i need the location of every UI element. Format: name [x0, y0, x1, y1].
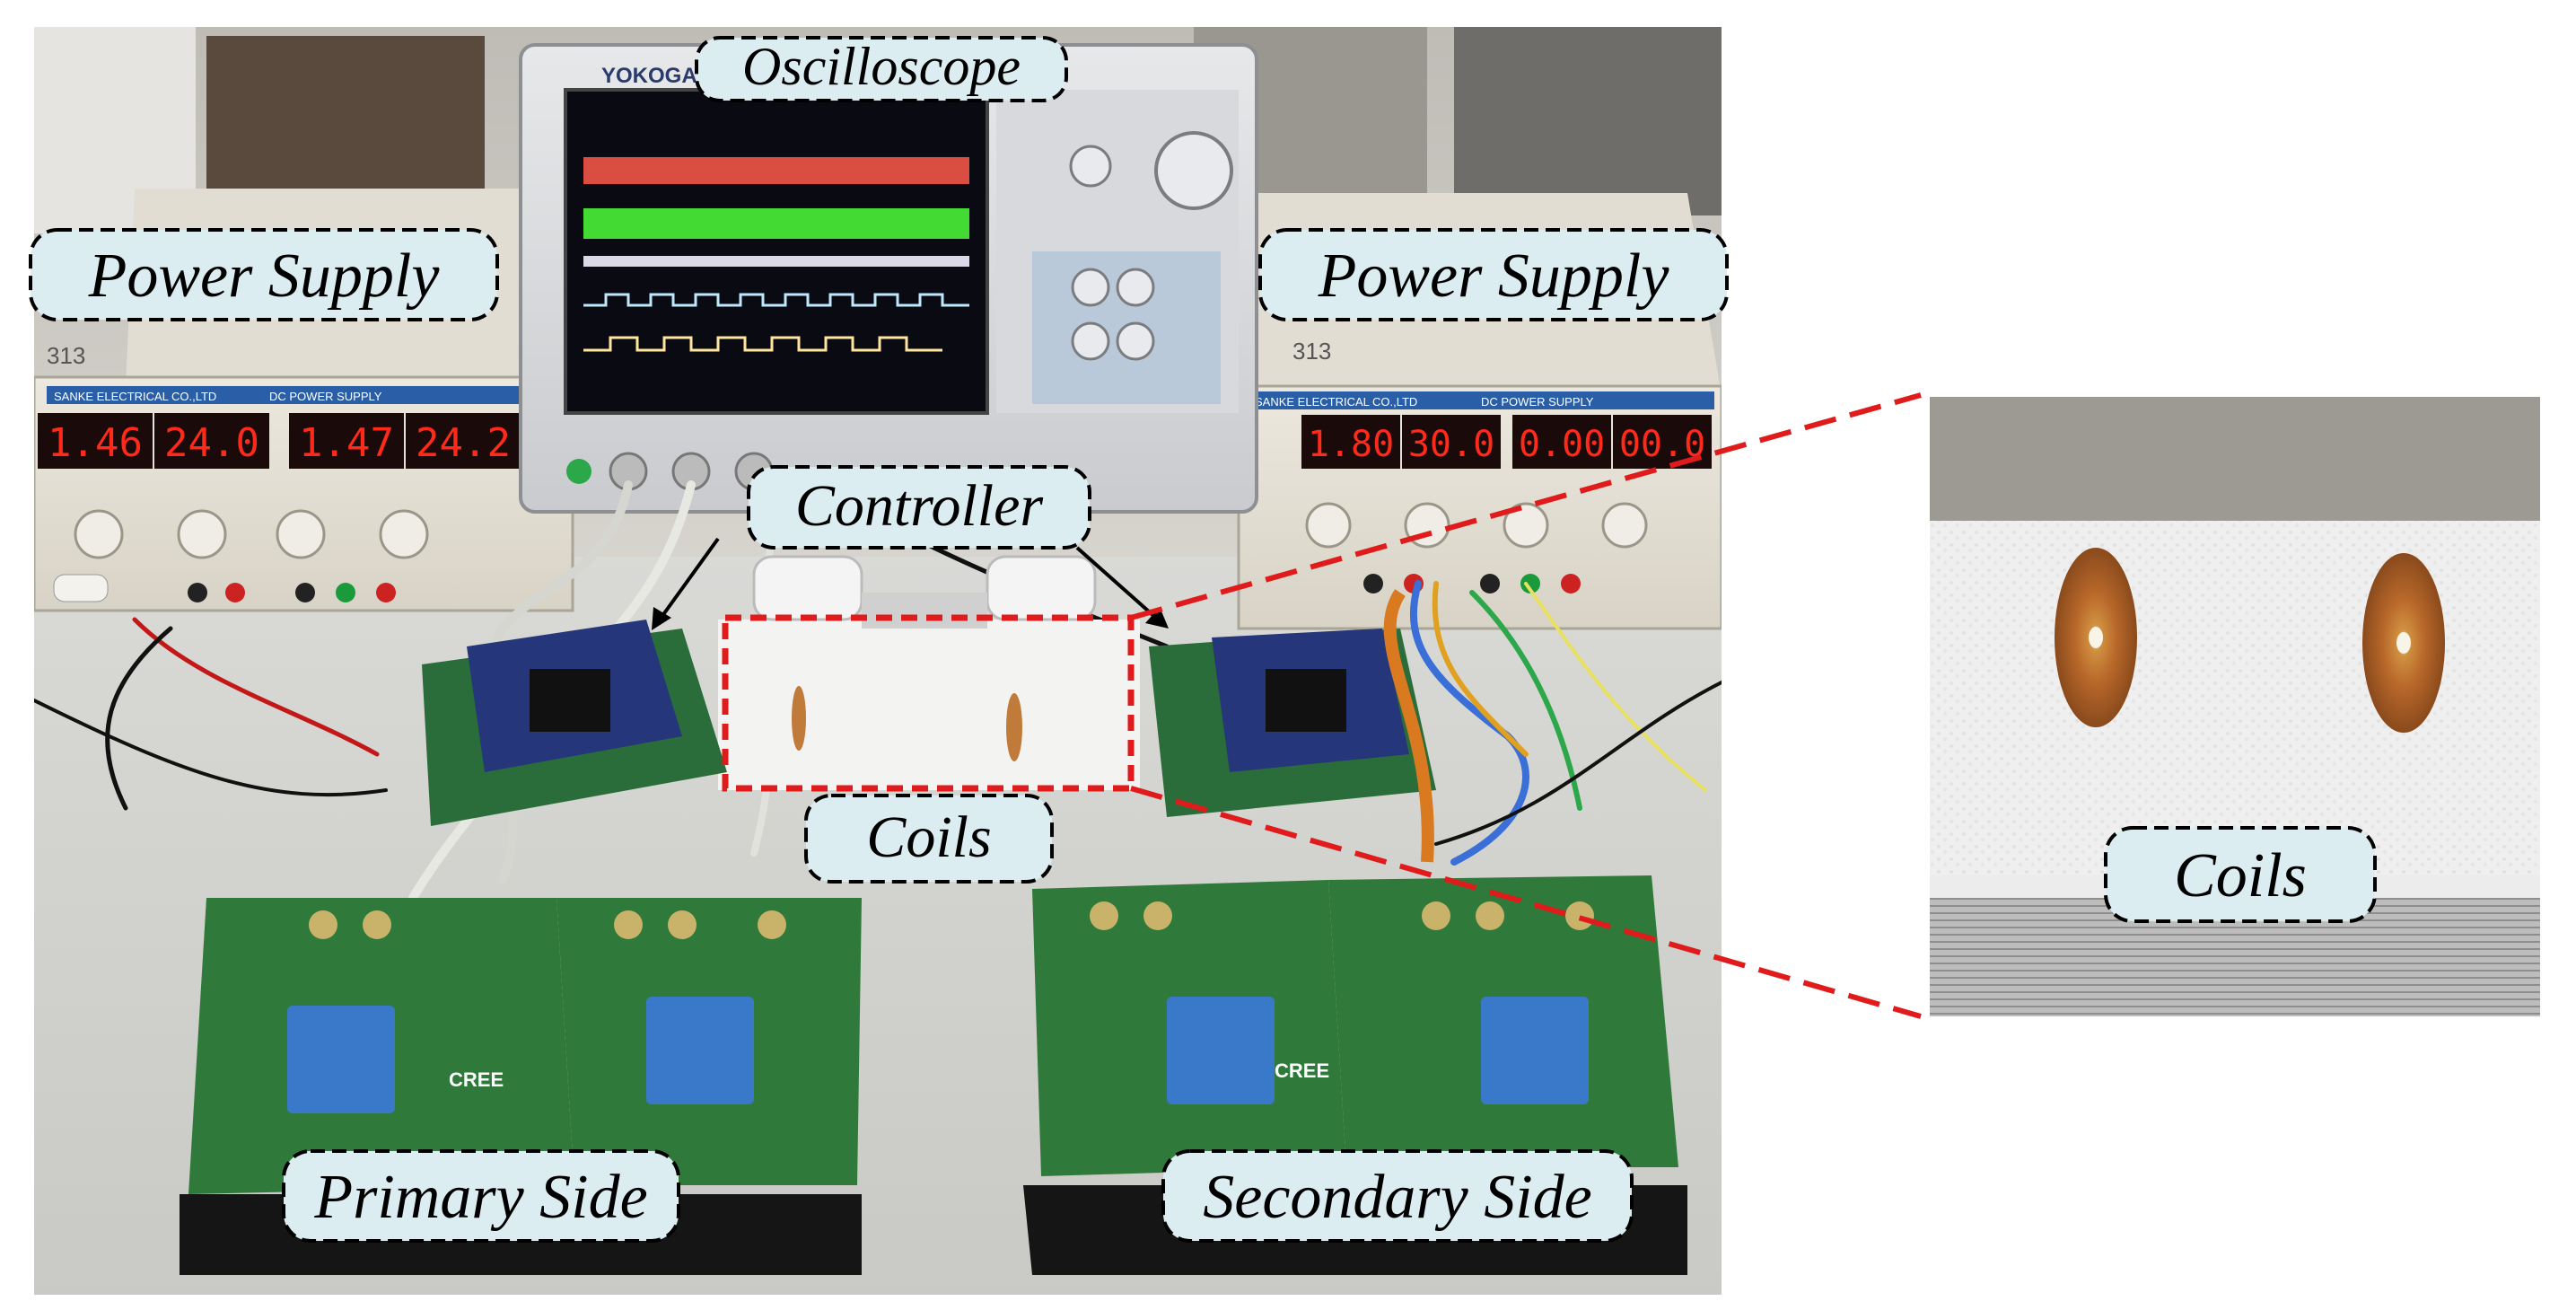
left-psu-tag: 313 — [47, 342, 85, 369]
right-psu-display-3: 0.00 — [1519, 424, 1605, 465]
zoom-lines — [1130, 392, 1922, 1019]
label-oscilloscope: Oscilloscope — [695, 36, 1068, 102]
coil-icon — [792, 686, 806, 751]
left-psu-display-4: 24.2 — [416, 420, 511, 466]
scope-trace-green — [583, 208, 969, 239]
knob-icon — [1503, 502, 1549, 549]
transformer-icon — [1167, 997, 1275, 1104]
coil-icon — [1006, 693, 1022, 761]
label-primary-side-text: Primary Side — [313, 1163, 647, 1232]
primary-board-brand: CREE — [449, 1068, 504, 1091]
label-primary-side: Primary Side — [282, 1149, 680, 1243]
scope-trace-white — [583, 256, 969, 352]
coils-highlight-box — [722, 614, 1135, 792]
label-power-supply-right: Power Supply — [1258, 228, 1729, 321]
label-coils-main-text: Coils — [866, 804, 991, 870]
oscilloscope-device: YOKOGAWA — [519, 43, 1258, 514]
knob-icon — [1601, 502, 1648, 549]
label-oscilloscope-text: Oscilloscope — [742, 37, 1021, 96]
label-power-supply-left: Power Supply — [29, 228, 499, 321]
ribbon-cable — [1383, 589, 1434, 863]
knob-icon — [1305, 502, 1352, 549]
right-psu-tag: 313 — [1292, 338, 1331, 365]
label-coils-inset: Coils — [2104, 826, 2377, 923]
transformer-icon — [646, 997, 754, 1104]
oscilloscope-screen — [564, 88, 989, 415]
knob-icon — [177, 509, 227, 559]
shelf-background — [206, 36, 485, 215]
label-power-supply-right-text: Power Supply — [1318, 242, 1670, 311]
transformer-icon — [287, 1006, 395, 1113]
label-controller-text: Controller — [795, 473, 1044, 539]
right-psu-display-1: 1.80 — [1308, 424, 1394, 465]
scope-knob-icon — [1071, 321, 1110, 361]
label-power-supply-left-text: Power Supply — [88, 242, 441, 311]
controller-board-right — [1149, 629, 1436, 817]
right-psu-type: DC POWER SUPPLY — [1481, 395, 1594, 409]
label-controller: Controller — [747, 465, 1091, 549]
right-psu-display-2: 30.0 — [1408, 424, 1494, 465]
coils-inset-photo — [1930, 397, 2540, 1016]
left-power-supply: SANKE ELECTRICAL CO.,LTD DC POWER SUPPLY… — [34, 189, 574, 612]
controller-board-left — [422, 620, 727, 826]
left-psu-display-2: 24.0 — [164, 420, 259, 466]
left-psu-brand: SANKE ELECTRICAL CO.,LTD — [54, 390, 216, 403]
coil-test-stand — [718, 555, 1140, 790]
label-secondary-side-text: Secondary Side — [1203, 1163, 1591, 1232]
main-photo: SANKE ELECTRICAL CO.,LTD DC POWER SUPPLY… — [34, 27, 1722, 1295]
right-psu-brand: SANKE ELECTRICAL CO.,LTD — [1255, 395, 1417, 409]
scope-knob-icon — [1069, 145, 1112, 188]
transformer-icon — [1481, 997, 1589, 1104]
left-psu-type: DC POWER SUPPLY — [269, 390, 382, 403]
left-psu-display-1: 1.46 — [48, 420, 143, 466]
left-psu-display-3: 1.47 — [299, 420, 394, 466]
scope-knob-icon — [1116, 268, 1155, 307]
label-secondary-side: Secondary Side — [1161, 1149, 1634, 1243]
knob-icon — [276, 509, 326, 559]
scope-trace-red — [583, 157, 969, 184]
controller-arrows — [652, 537, 1169, 630]
knob-icon — [379, 509, 429, 559]
scope-knob-icon — [1071, 268, 1110, 307]
knob-icon — [74, 509, 124, 559]
secondary-board-brand: CREE — [1275, 1059, 1329, 1082]
scope-knob-icon — [1154, 131, 1233, 210]
secondary-side-boards: CREE — [1023, 875, 1687, 1275]
label-coils-inset-text: Coils — [2174, 841, 2307, 910]
scope-knob-icon — [1116, 321, 1155, 361]
label-coils-main: Coils — [804, 794, 1054, 884]
